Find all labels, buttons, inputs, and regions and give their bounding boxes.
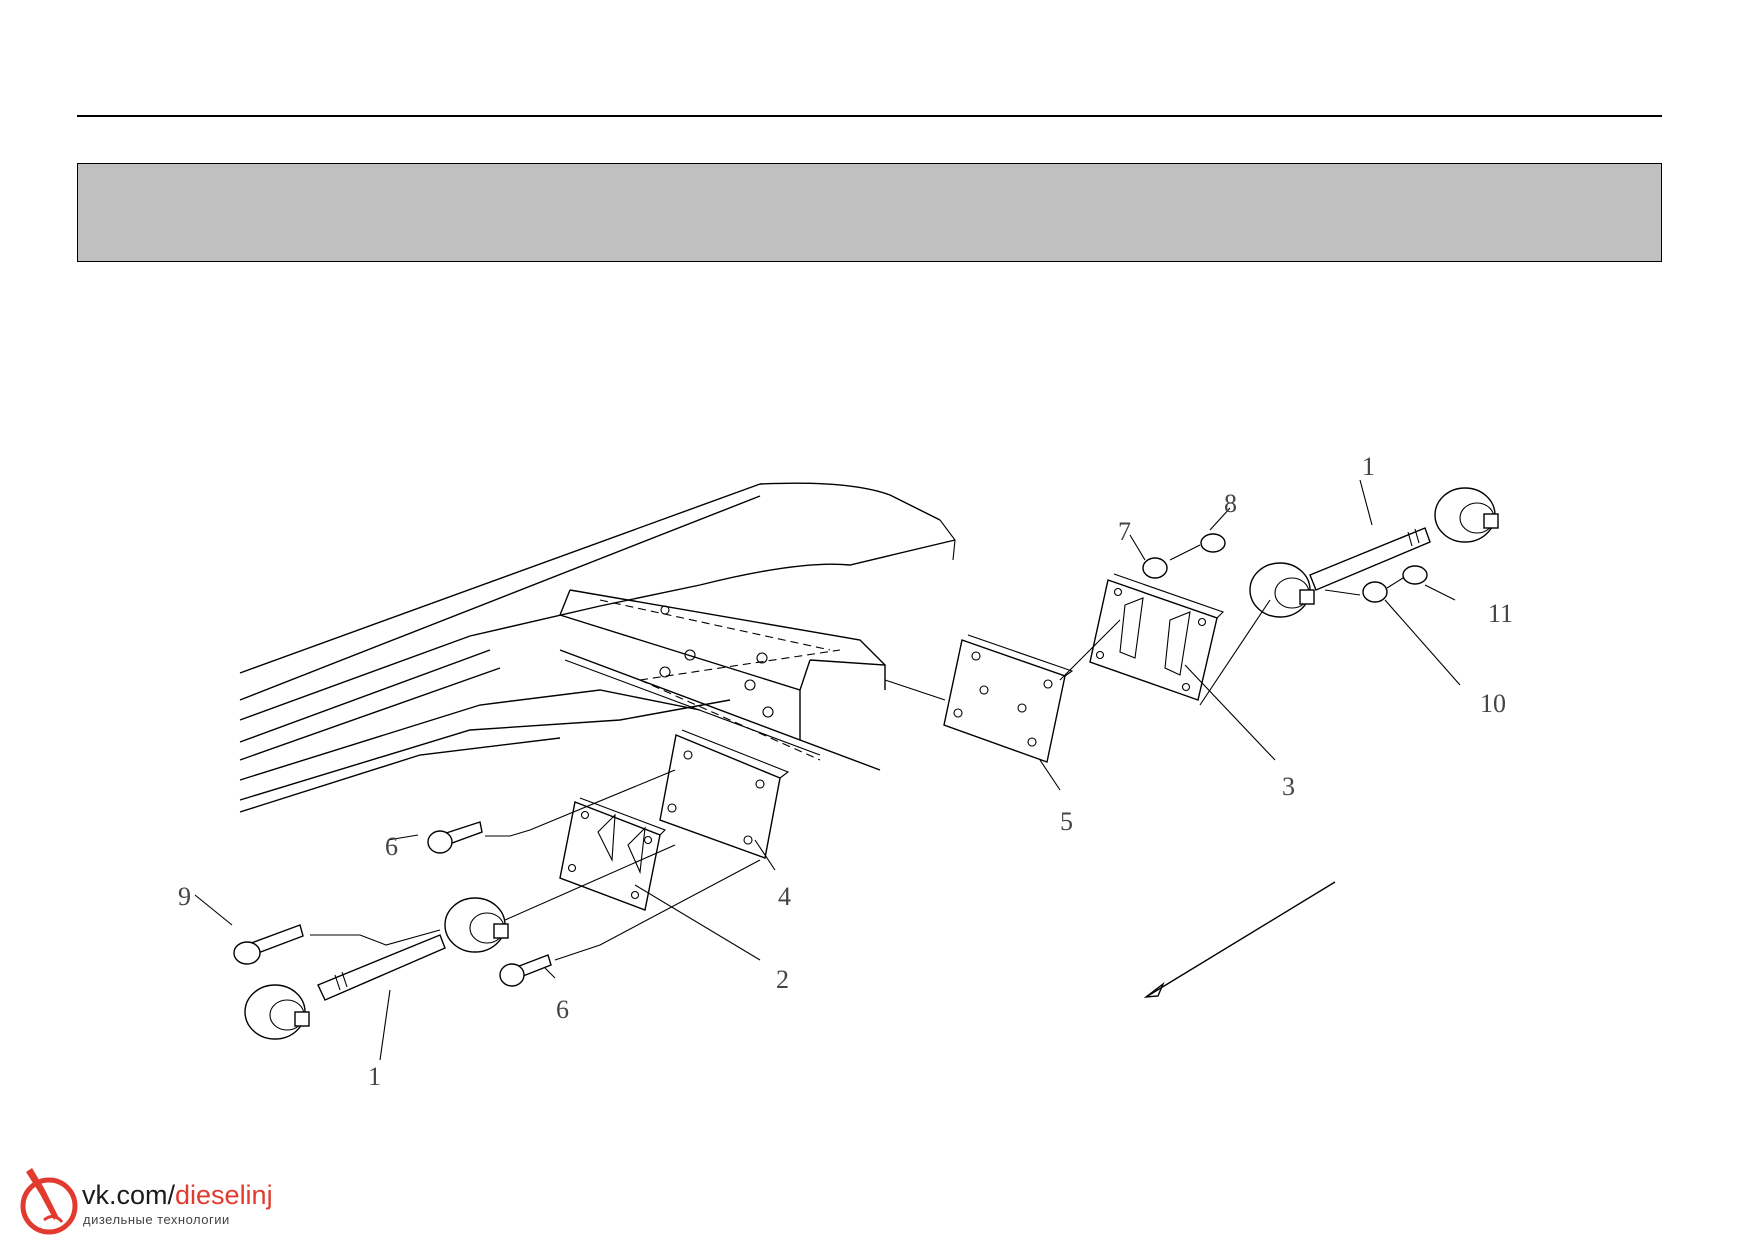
plate-4: [659, 729, 790, 859]
callout-11: 11: [1488, 599, 1513, 628]
frame-rail: [239, 482, 956, 813]
torque-rod-1-right: [1249, 487, 1499, 618]
bracket-3: [1089, 573, 1225, 701]
title-band: [77, 163, 1662, 262]
watermark-logo-icon: [20, 1168, 78, 1235]
bolt-6-upper: [427, 821, 483, 854]
nut-11: [1402, 565, 1428, 585]
torque-rod-1-left: [244, 897, 509, 1040]
callout-10: 10: [1480, 689, 1506, 718]
plate-5: [943, 634, 1074, 763]
callout-1-upper: 1: [1362, 452, 1375, 481]
callout-3: 3: [1282, 772, 1295, 801]
callout-4: 4: [778, 882, 791, 911]
bolt-9: [233, 924, 304, 965]
callout-5: 5: [1060, 807, 1073, 836]
callout-1-lower: 1: [368, 1062, 381, 1091]
direction-arrow: [1143, 881, 1336, 998]
assembly-lines: [310, 544, 1404, 961]
bolt-6-lower: [499, 954, 552, 987]
leader-lines: [194, 479, 1461, 1061]
watermark-tagline: дизельные технологии: [83, 1212, 230, 1227]
callout-6-lower: 6: [556, 995, 569, 1024]
top-rule: [77, 115, 1662, 117]
washer-7: [1142, 557, 1168, 579]
bracket-2: [559, 797, 666, 911]
callout-6-upper: 6: [385, 832, 398, 861]
callout-2: 2: [776, 965, 789, 994]
watermark-handle: dieselinj: [175, 1180, 273, 1210]
watermark-prefix: vk.com/: [82, 1180, 176, 1210]
watermark-url: vk.com/dieselinj: [82, 1182, 273, 1209]
callout-7: 7: [1118, 517, 1131, 546]
washer-10: [1362, 581, 1388, 603]
nut-8: [1200, 533, 1226, 553]
callout-8: 8: [1224, 489, 1237, 518]
callout-9: 9: [178, 882, 191, 911]
